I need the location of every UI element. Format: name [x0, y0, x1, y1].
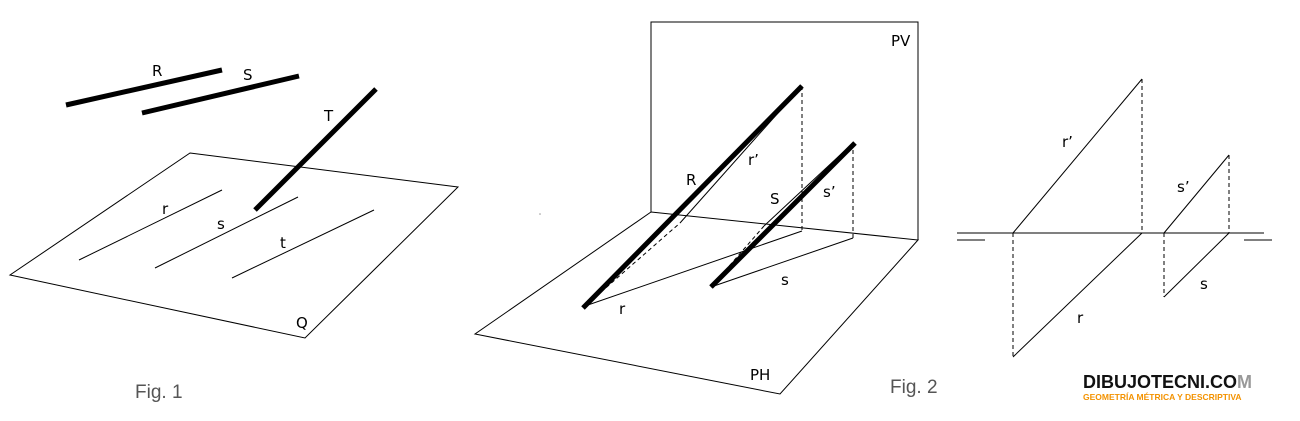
label-s-fig2: s — [781, 271, 789, 289]
label-T-fig1: T — [323, 107, 334, 125]
line-t-projection-fig1 — [231, 209, 375, 279]
label-r-fig2: r — [619, 300, 626, 318]
label-Q-fig1: Q — [296, 314, 308, 332]
line-r-horizontal-projection — [584, 230, 803, 307]
line-r-fig3 — [1012, 232, 1143, 358]
line-s-fig1 — [141, 73, 300, 116]
line-r-projection-fig1 — [78, 189, 223, 261]
label-s-prime-fig3: s’ — [1177, 178, 1190, 196]
label-PV: PV — [891, 32, 911, 50]
brand-name: DIBUJOTECNI.COM — [1083, 372, 1252, 392]
fig2-diagram: PV PH R S r’ s’ r s Fig. 2 — [473, 21, 938, 398]
label-t-fig1: t — [280, 234, 286, 252]
label-r-prime-fig3: r’ — [1062, 133, 1073, 151]
plane-ph — [473, 211, 920, 395]
caption-fig1: Fig. 1 — [135, 382, 183, 403]
label-r-fig3: r — [1077, 309, 1084, 327]
brand-subtitle: GEOMETRÍA MÉTRICA Y DESCRIPTIVA — [1083, 392, 1242, 402]
line-s-prime-fig3 — [1163, 154, 1230, 234]
plane-q — [8, 152, 460, 339]
fig3-diagram: r’ s’ r s — [957, 78, 1272, 358]
label-R-fig1: R — [152, 62, 162, 80]
line-s-projection-fig1 — [154, 196, 299, 269]
stray-dot — [539, 213, 541, 215]
brand-name-tail: M — [1237, 372, 1253, 392]
line-s-horizontal-projection — [710, 237, 854, 288]
plane-pv — [650, 21, 919, 240]
line-R-fig2 — [581, 84, 804, 310]
label-r-prime-fig2: r’ — [748, 151, 759, 169]
label-s-fig1: s — [217, 215, 225, 233]
label-s-fig3: s — [1200, 275, 1208, 293]
brand-name-main: DIBUJOTECNI.CO — [1083, 372, 1238, 392]
fig1-diagram: R S T r s t Q Fig. 1 — [8, 62, 460, 403]
label-s-prime-fig2: s’ — [823, 183, 836, 201]
line-S-fig2 — [709, 141, 857, 289]
label-PH: PH — [750, 366, 770, 384]
label-S-fig2: S — [770, 190, 780, 208]
label-r-fig1: r — [162, 200, 169, 218]
brand-logo: DIBUJOTECNI.COM GEOMETRÍA MÉTRICA Y DESC… — [1083, 372, 1252, 403]
line-r-fig1 — [65, 67, 223, 108]
line-r-prime-fig3 — [1012, 78, 1143, 234]
caption-fig2: Fig. 2 — [890, 377, 938, 398]
line-s-fig3 — [1163, 232, 1230, 298]
label-S-fig1: S — [243, 66, 253, 84]
label-R-fig2: R — [686, 171, 696, 189]
line-t-fig1 — [253, 87, 378, 212]
